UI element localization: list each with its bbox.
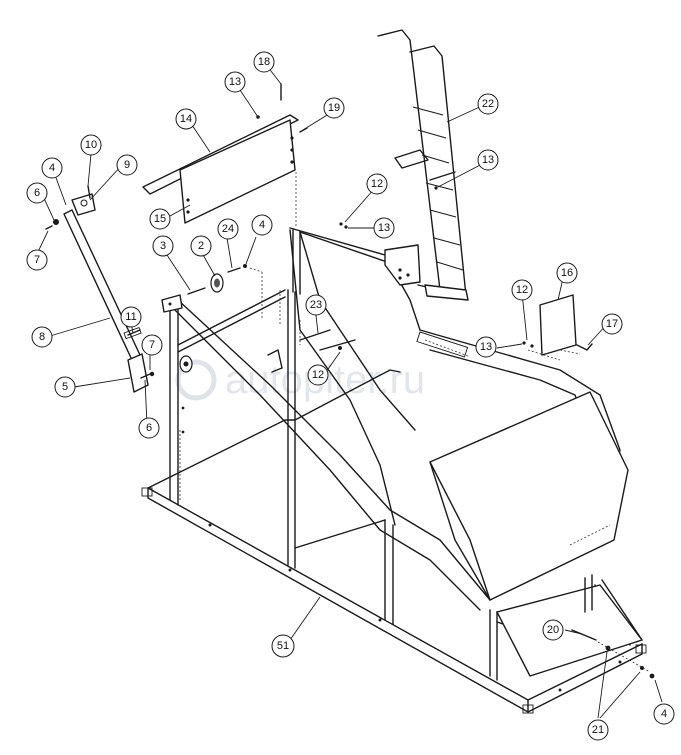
front-bracket [161,294,193,500]
svg-text:13: 13 [378,222,390,234]
callout-23: 23 [305,294,327,316]
callout-15: 15 [149,208,171,230]
svg-text:16: 16 [561,267,573,279]
callout-9: 9 [116,154,138,176]
svg-text:12: 12 [312,369,324,381]
front-bolts [571,629,655,679]
callout-4-a: 4 [41,157,63,179]
callout-12-c: 12 [307,364,329,386]
svg-text:11: 11 [125,311,136,323]
svg-text:12: 12 [516,284,528,296]
svg-text:9: 9 [124,159,130,171]
callout-8: 8 [31,326,53,348]
svg-text:7: 7 [149,339,155,351]
svg-text:7: 7 [34,254,40,266]
svg-text:15: 15 [154,213,166,225]
callout-7-b: 7 [141,334,163,356]
chute-frame [169,227,629,613]
svg-text:10: 10 [85,139,97,151]
svg-text:17: 17 [606,318,618,330]
callout-13-d: 13 [475,336,497,358]
svg-text:14: 14 [180,113,192,125]
lever-assembly [45,193,155,393]
callout-5: 5 [54,376,76,398]
svg-text:24: 24 [222,223,234,235]
svg-text:12: 12 [371,178,383,190]
callout-3: 3 [152,235,174,257]
callout-17: 17 [601,313,623,335]
rods-23 [267,290,356,373]
base-frame [141,229,647,714]
svg-text:51: 51 [277,640,289,652]
svg-text:13: 13 [482,154,494,166]
svg-text:20: 20 [547,624,559,636]
upper-plate-assembly [142,114,299,228]
callout-19: 19 [323,97,345,119]
callout-12-b: 12 [511,279,533,301]
callout-6-b: 6 [138,417,160,439]
callout-16: 16 [556,262,578,284]
callout-2: 2 [190,235,212,257]
callout-18: 18 [253,51,275,73]
callouts: 18 13 19 14 10 4 9 6 7 15 3 2 24 4 12 13… [26,51,675,741]
roller-parts [187,264,263,320]
callout-10: 10 [80,134,102,156]
svg-text:4: 4 [49,162,55,174]
svg-text:23: 23 [310,299,322,311]
callout-13-c: 13 [477,149,499,171]
watermark: autopiter.ru [175,358,425,402]
side-panel-16 [539,294,593,356]
svg-text:4: 4 [259,219,265,231]
svg-text:6: 6 [146,422,152,434]
callout-51: 51 [271,634,295,658]
callout-13-b: 13 [373,217,395,239]
svg-text:22: 22 [482,98,494,110]
svg-text:3: 3 [160,240,166,252]
callout-14: 14 [175,108,197,130]
callout-12-a: 12 [366,173,388,195]
callout-4-b: 4 [251,214,273,236]
callout-22: 22 [477,93,499,115]
svg-text:5: 5 [62,381,68,393]
callout-20: 20 [542,619,564,641]
callout-6-a: 6 [26,182,48,204]
svg-text:19: 19 [328,102,340,114]
svg-text:13: 13 [229,76,241,88]
svg-text:21: 21 [592,724,604,736]
svg-text:8: 8 [39,331,45,343]
callout-13-a: 13 [224,71,246,93]
callout-11: 11 [120,306,142,328]
ladder [377,29,469,301]
svg-text:4: 4 [661,708,667,720]
svg-text:13: 13 [480,341,492,353]
svg-text:6: 6 [34,187,40,199]
svg-text:2: 2 [198,240,204,252]
callout-4-c: 4 [653,703,675,725]
callout-21: 21 [587,719,609,741]
svg-text:18: 18 [258,56,270,68]
callout-7-a: 7 [26,249,48,271]
callout-24: 24 [217,218,239,240]
